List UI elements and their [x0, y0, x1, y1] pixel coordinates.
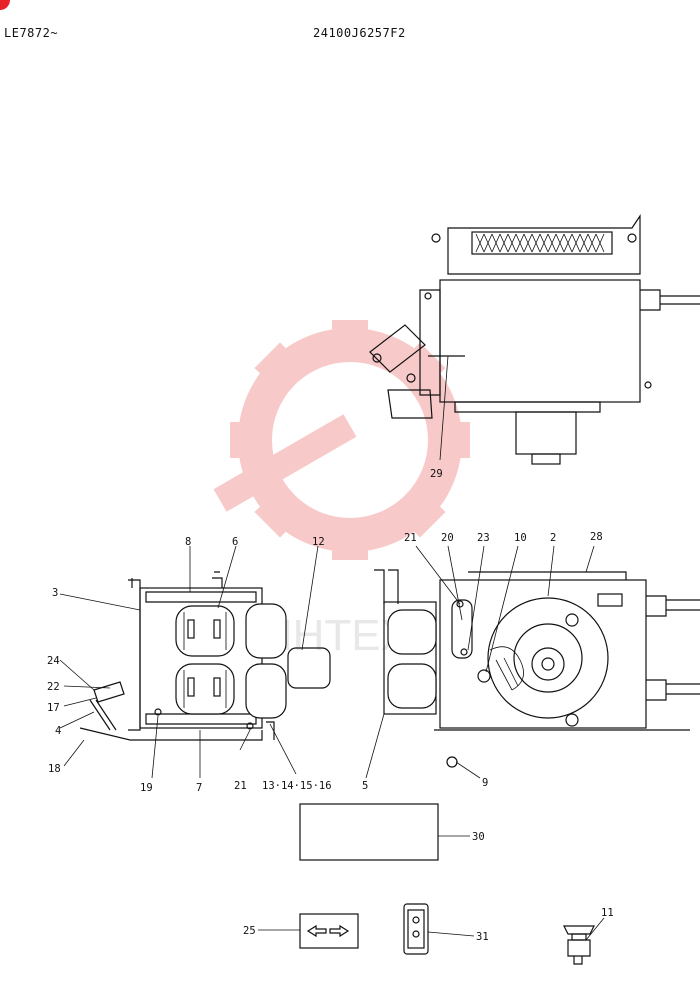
switch-knob-11	[563, 925, 595, 965]
callout-5: 5	[362, 780, 368, 792]
heater-unit-top-view	[369, 214, 700, 465]
callout-labels: 2 3 4 5 6 7 8 9 10 11 12 13·14·15·16 17 …	[47, 468, 614, 943]
callout-18: 18	[48, 763, 61, 775]
callout-7: 7	[196, 782, 202, 794]
callout-13-16: 13·14·15·16	[262, 780, 332, 792]
callout-6: 6	[232, 536, 238, 548]
callout-31: 31	[476, 931, 489, 943]
callout-20: 20	[441, 532, 454, 544]
callout-25: 25	[243, 925, 256, 937]
callout-9: 9	[482, 777, 488, 789]
callout-21-right: 21	[404, 532, 417, 544]
callout-30: 30	[472, 831, 485, 843]
decal-plate-30	[299, 803, 439, 861]
callout-24: 24	[47, 655, 60, 667]
callout-29: 29	[430, 468, 443, 480]
callout-22: 22	[47, 681, 60, 693]
callout-23: 23	[477, 532, 490, 544]
callout-3: 3	[52, 587, 58, 599]
model-code: LE7872~	[4, 26, 59, 40]
leader-lines	[59, 545, 605, 941]
corner-badge	[0, 0, 10, 10]
label-plate-25	[299, 913, 359, 949]
callout-11: 11	[601, 907, 614, 919]
callout-8: 8	[185, 536, 191, 548]
heater-front-panel	[79, 571, 331, 741]
callout-17: 17	[47, 702, 60, 714]
callout-28: 28	[590, 531, 603, 543]
callout-4: 4	[55, 725, 61, 737]
part-number: 24100J6257F2	[313, 26, 406, 40]
callout-21-left: 21	[234, 780, 247, 792]
callout-10: 10	[514, 532, 527, 544]
callout-12: 12	[312, 536, 325, 548]
switch-plate-31	[403, 903, 429, 955]
heater-blower-side	[374, 569, 700, 768]
callout-2: 2	[550, 532, 556, 544]
callout-19: 19	[140, 782, 153, 794]
